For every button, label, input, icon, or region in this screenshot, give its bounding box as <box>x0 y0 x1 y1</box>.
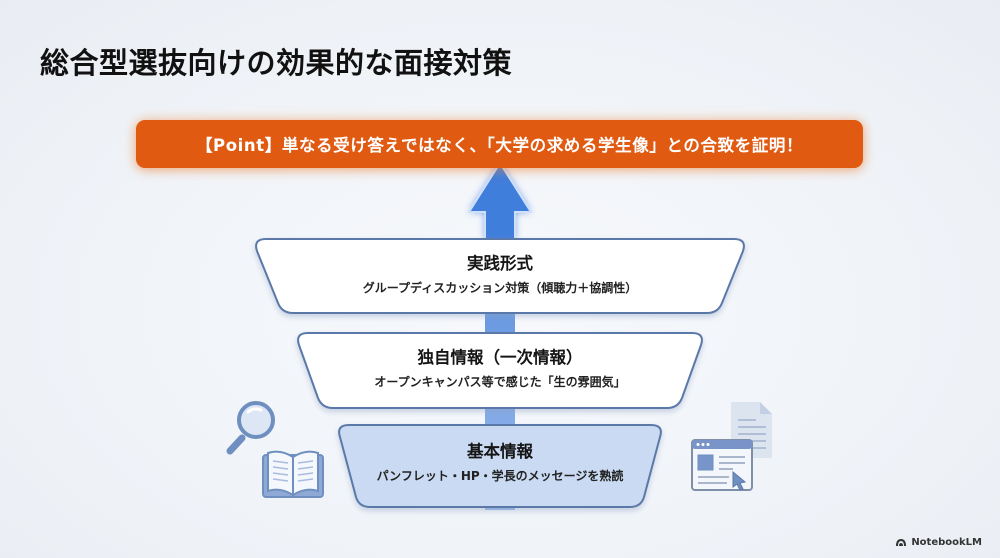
layer-practice: 実践形式 グループディスカッション対策（傾聴力＋協調性） <box>280 253 720 297</box>
layer-practice-title: 実践形式 <box>467 254 533 273</box>
layer-original-info-title: 独自情報（一次情報） <box>417 348 583 367</box>
layer-original-info-subtitle: オープンキャンパス等で感じた「生の雰囲気」 <box>374 375 626 389</box>
brand-watermark: NotebookLM <box>895 537 982 548</box>
point-banner: 【Point】単なる受け答えではなく、「大学の求める学生像」との合致を証明！ <box>136 120 863 168</box>
brand-label: NotebookLM <box>911 537 982 548</box>
layer-basic-info-title: 基本情報 <box>467 442 533 461</box>
layer-basic-info-subtitle: パンフレット・HP・学長のメッセージを熟読 <box>376 469 624 483</box>
layer-basic-info: 基本情報 パンフレット・HP・学長のメッセージを熟読 <box>350 441 650 485</box>
notebooklm-logo-icon <box>896 539 907 546</box>
slide-title: 総合型選抜向けの効果的な面接対策 <box>40 46 513 80</box>
layer-practice-shape <box>255 238 745 314</box>
browser-window-icon <box>691 439 753 491</box>
layer-original-info-shape <box>297 332 703 409</box>
layer-practice-subtitle: グループディスカッション対策（傾聴力＋協調性） <box>362 281 638 295</box>
layer-basic-info-shape <box>338 424 662 508</box>
magnifier-icon <box>226 401 275 455</box>
layer-original-info: 独自情報（一次情報） オープンキャンパス等で感じた「生の雰囲気」 <box>320 347 680 391</box>
open-book-icon <box>262 450 324 498</box>
